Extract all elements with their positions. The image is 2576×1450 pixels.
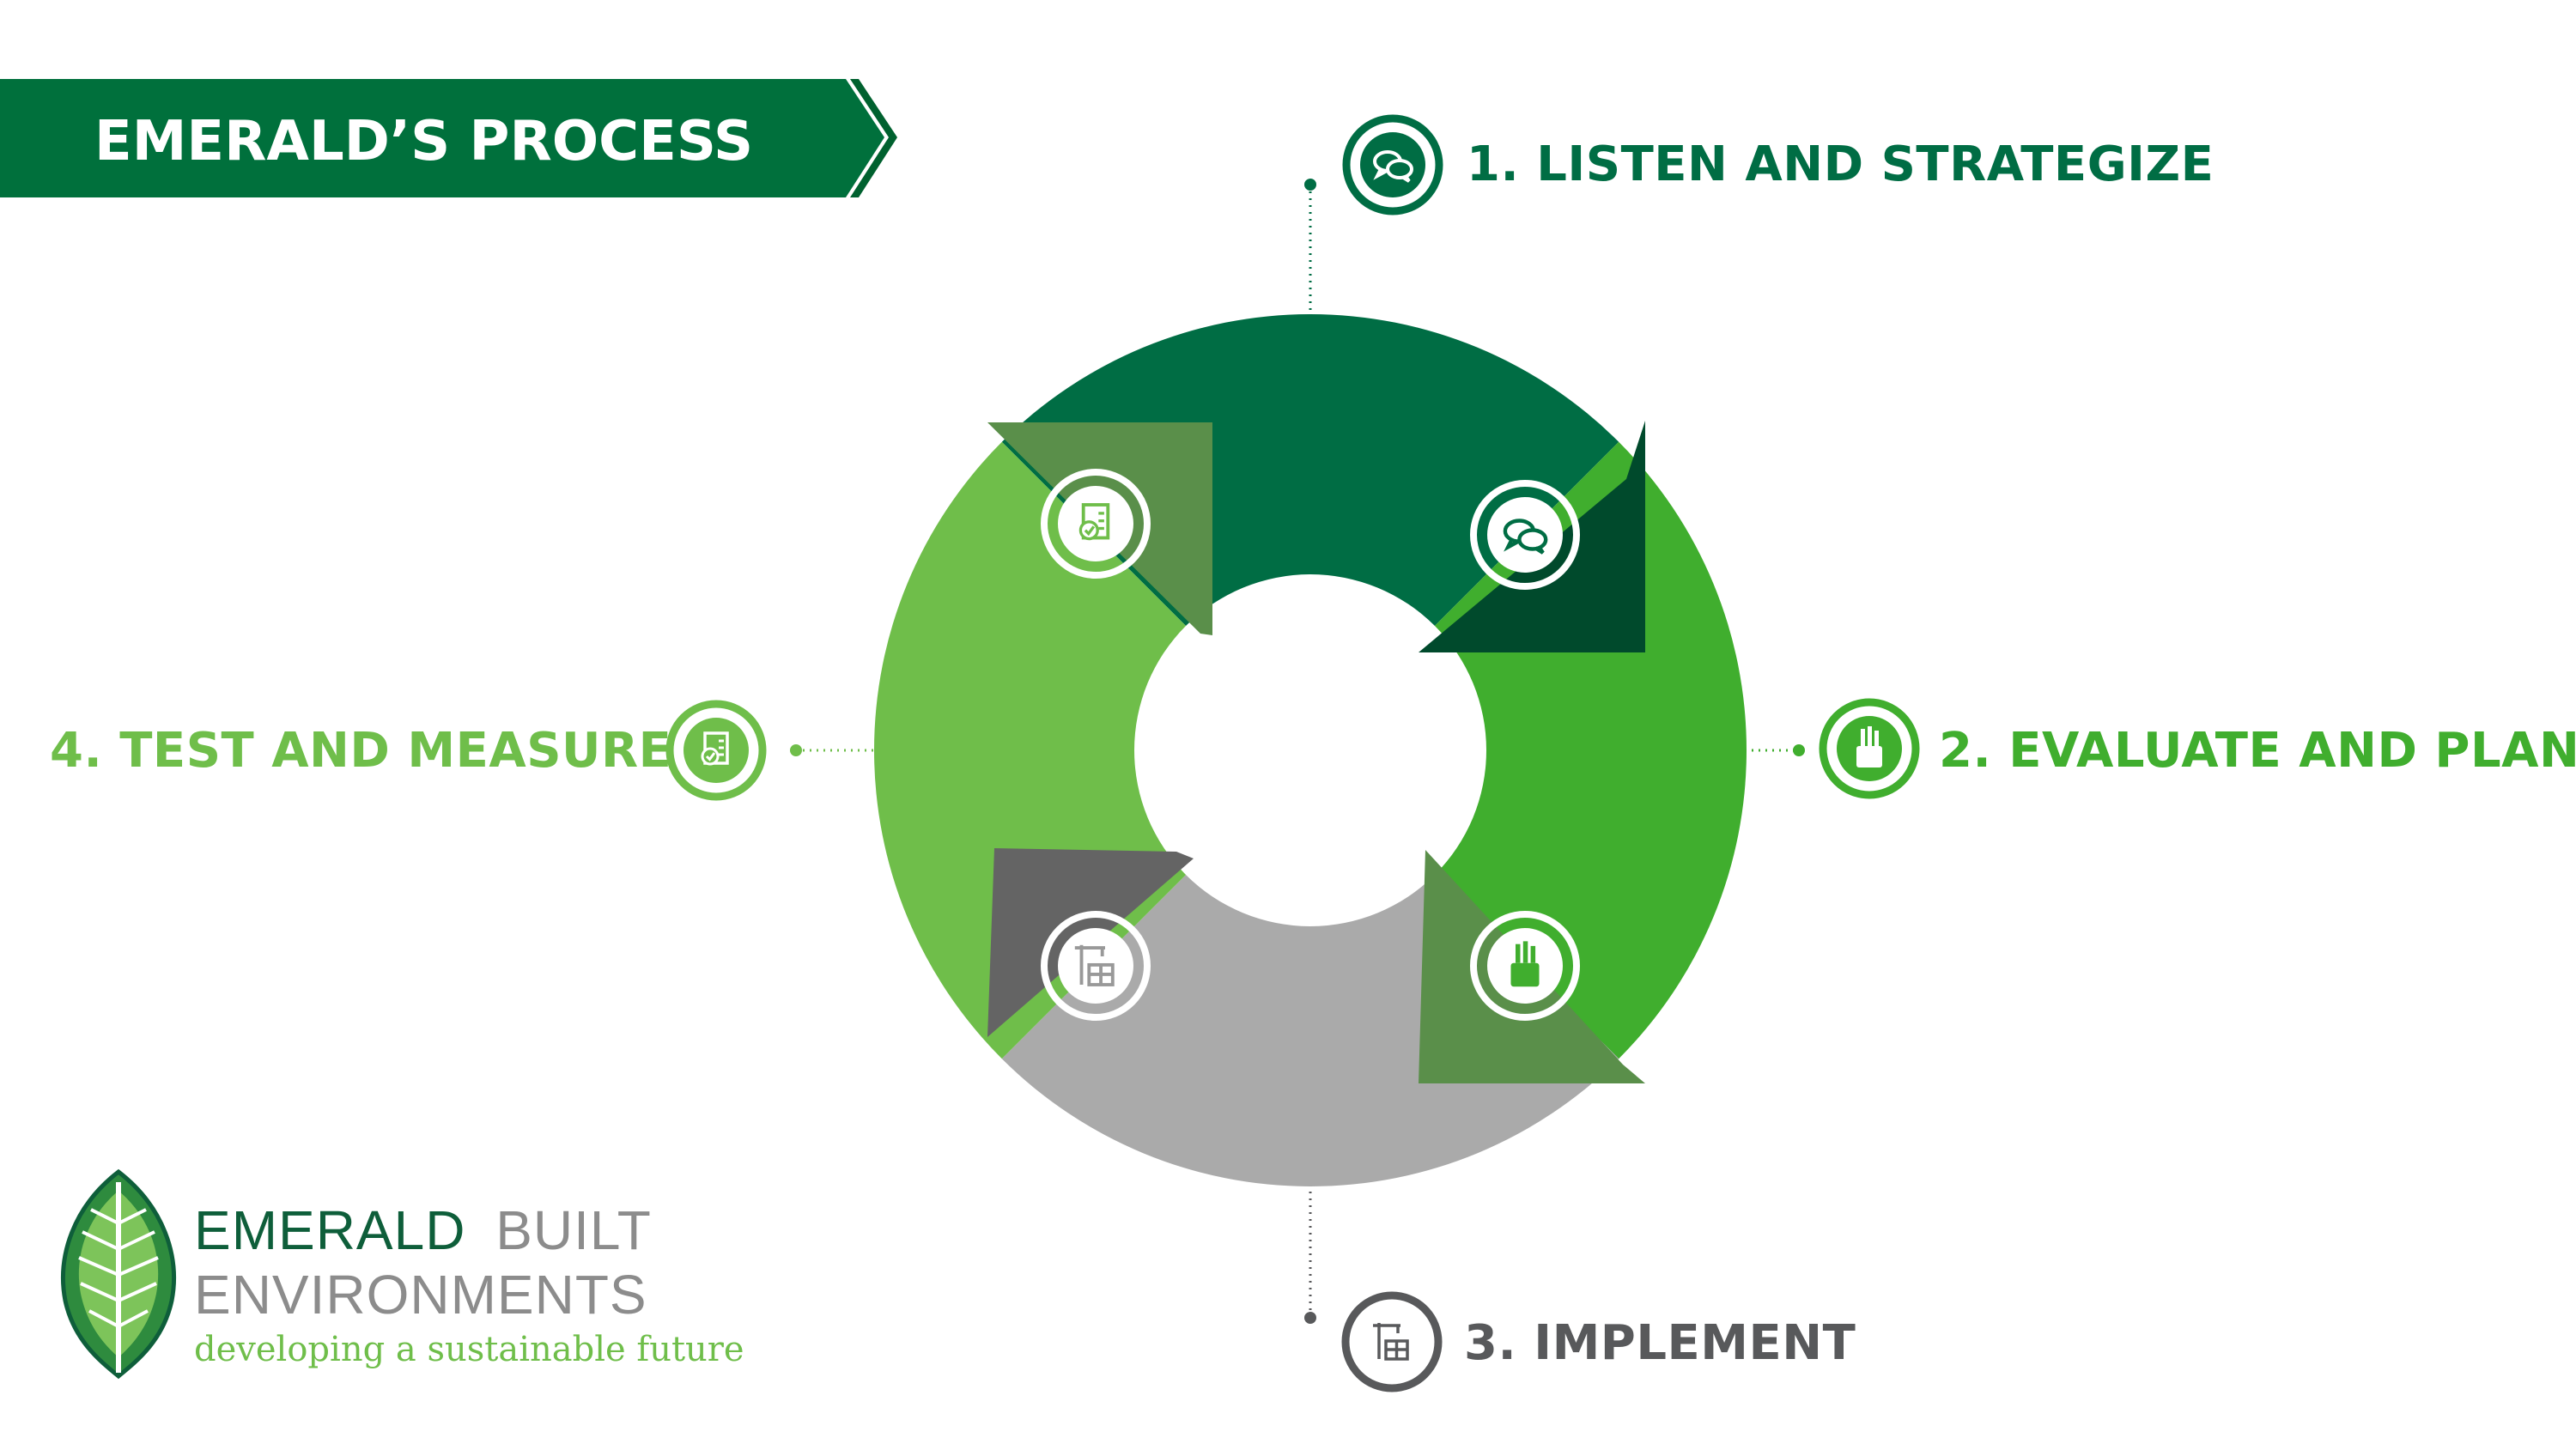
step-3: 3. IMPLEMENT <box>1341 1291 1856 1392</box>
connector-dot-step-4 <box>790 744 802 756</box>
title-banner: EMERALD’S PROCESS <box>0 79 897 197</box>
banner-title: EMERALD’S PROCESS <box>94 110 753 173</box>
chat-bubbles-icon <box>1373 150 1413 183</box>
step-2-label: 2. EVALUATE AND PLAN <box>1939 723 2576 779</box>
construction-crane-icon <box>1074 944 1115 986</box>
connector-dot-step-1 <box>1304 179 1316 191</box>
brand-tagline: developing a sustainable future <box>194 1330 744 1369</box>
banner-body <box>0 79 884 197</box>
brand-logo: EMERALD BUILT ENVIRONMENTS developing a … <box>61 1168 744 1380</box>
construction-crane-icon <box>1373 1323 1409 1361</box>
pencil-cup-icon <box>1856 726 1882 767</box>
pencil-cup-icon <box>1510 941 1540 987</box>
step-2: 2. EVALUATE AND PLAN <box>1819 698 2576 799</box>
ring-icon-step-1 <box>1470 480 1580 590</box>
step-3-label: 3. IMPLEMENT <box>1464 1315 1856 1371</box>
ring-icon-step-2 <box>1470 911 1580 1021</box>
chat-bubbles-icon <box>1503 519 1548 555</box>
connector-dot-step-3 <box>1304 1312 1316 1324</box>
ring-icon-step-4 <box>1041 469 1151 579</box>
checklist-document-icon <box>1078 503 1110 541</box>
checklist-document-icon <box>701 731 729 766</box>
step-3-badge <box>1341 1291 1443 1392</box>
step-1: 1. LISTEN AND STRATEGIZE <box>1342 114 2214 215</box>
step-4: 4. TEST AND MEASURE <box>50 700 767 801</box>
step-4-badge <box>665 700 767 801</box>
banner-tip <box>850 79 897 197</box>
step-2-badge <box>1819 698 1920 799</box>
arrowhead-step-1 <box>1419 421 1645 652</box>
cycle-ring <box>874 314 1747 1186</box>
step-1-label: 1. LISTEN AND STRATEGIZE <box>1467 137 2214 192</box>
connectors <box>790 179 1805 1324</box>
step-4-label: 4. TEST AND MEASURE <box>50 723 671 779</box>
brand-name-primary: EMERALD <box>194 1199 465 1261</box>
brand-name-secondary: BUILT <box>495 1199 652 1261</box>
ring-icon-step-3 <box>1041 911 1151 1021</box>
leaf-logo-icon <box>61 1168 176 1380</box>
brand-line-1: EMERALD BUILT <box>194 1199 652 1261</box>
brand-line-2: ENVIRONMENTS <box>194 1264 647 1326</box>
step-1-badge <box>1342 114 1443 215</box>
connector-dot-step-2 <box>1793 744 1805 756</box>
